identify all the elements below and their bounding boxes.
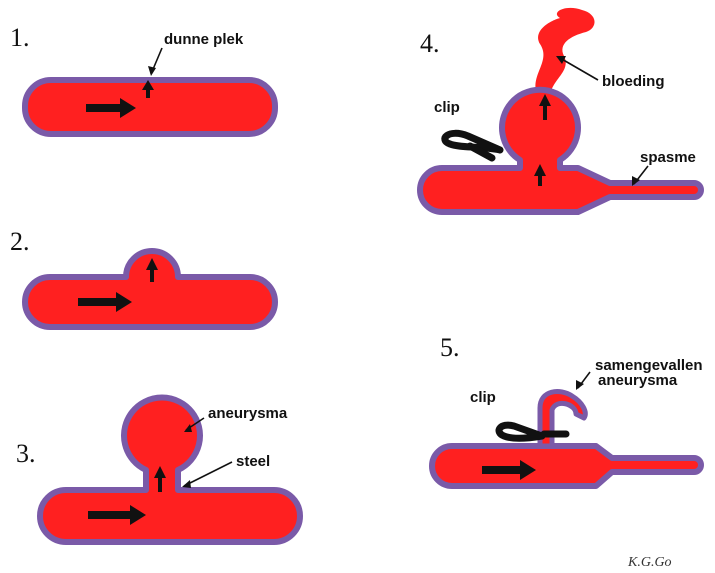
step-1-number: 1. — [10, 23, 30, 52]
step-2: 2. — [10, 227, 275, 327]
bleeding-stream — [535, 8, 594, 98]
pointer-head — [182, 480, 191, 488]
pointer-line — [560, 58, 598, 80]
collapsed-aneurysm — [540, 392, 585, 446]
label-dunne-plek: dunne plek — [164, 31, 244, 48]
label-aneurysma: aneurysma — [208, 405, 288, 422]
label-clip: clip — [434, 99, 460, 116]
clip-icon — [499, 425, 566, 438]
pointer-line — [184, 462, 232, 486]
vessel-step-5 — [432, 446, 701, 486]
step-4: 4. clip bloeding spasme — [420, 8, 701, 212]
step-2-number: 2. — [10, 227, 30, 256]
label-bloeding: bloeding — [602, 73, 665, 90]
step-4-number: 4. — [420, 29, 440, 58]
clip-icon — [445, 133, 500, 158]
step-5: 5. clip samengevallen aneurysma — [432, 333, 703, 486]
label-spasme: spasme — [640, 149, 696, 166]
step-5-number: 5. — [440, 333, 460, 362]
pointer-head — [148, 66, 156, 76]
label-steel: steel — [236, 453, 270, 470]
step-1: 1. dunne plek — [10, 23, 275, 134]
step-3-number: 3. — [16, 439, 36, 468]
step-3: 3. aneurysma steel — [16, 398, 300, 542]
label-aneurysma-collapsed: aneurysma — [598, 372, 678, 389]
label-clip: clip — [470, 389, 496, 406]
author-credit: K.G.Go — [627, 555, 672, 570]
